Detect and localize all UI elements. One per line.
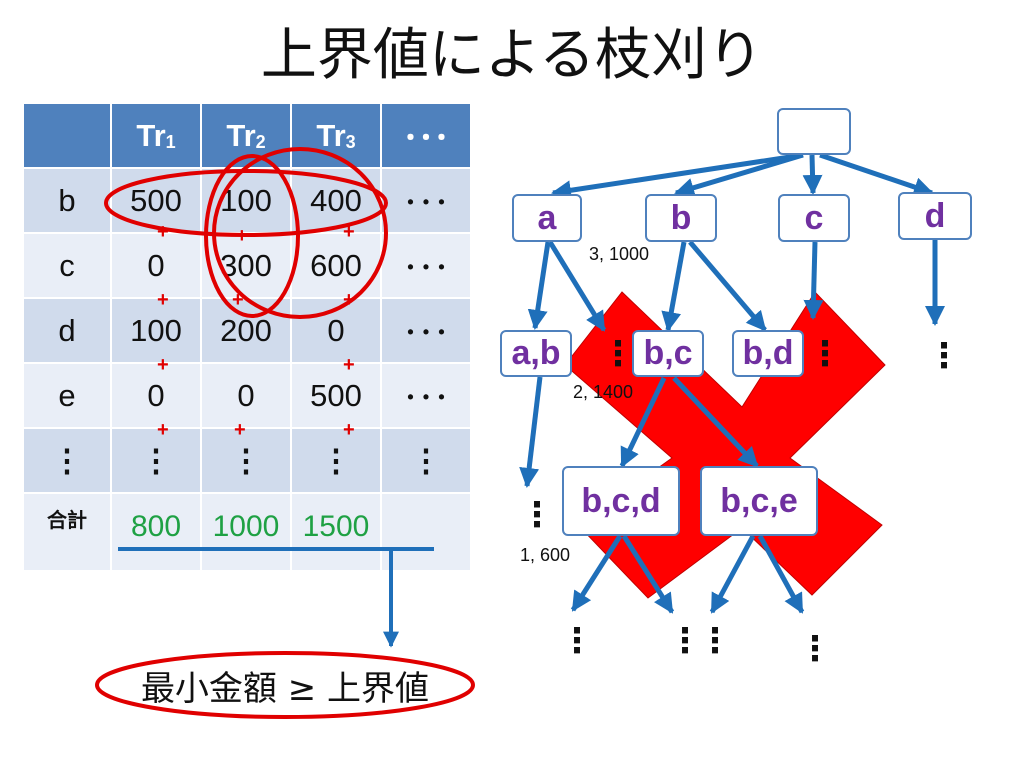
- ellipsis-mark: ⋮: [698, 621, 732, 661]
- tree-node-d: d: [898, 192, 972, 240]
- plus-sign: +: [157, 354, 169, 376]
- table-cell: ⋮: [290, 427, 382, 494]
- row-label: c: [22, 232, 112, 299]
- table-cell: ⋮: [110, 427, 202, 494]
- ellipsis-mark: ⋮: [668, 621, 702, 661]
- table-row-ellipsis: ⋮ ⋮ ⋮ ⋮ ⋮: [22, 427, 472, 494]
- table-row: e 0 0 500 ･･･: [22, 362, 472, 429]
- table-cell: ･･･: [380, 232, 472, 299]
- table-cell: 0: [290, 297, 382, 364]
- row-label: b: [22, 167, 112, 234]
- tree-node-bd: b,d: [732, 330, 804, 377]
- row-label: ⋮: [22, 427, 112, 494]
- ellipsis-mark: ⋮: [520, 495, 554, 535]
- annotation-bcd: 1, 600: [520, 545, 571, 565]
- edge-ab-down: [519, 376, 543, 488]
- table-cell: 0: [110, 362, 202, 429]
- edge-bce-left: [709, 534, 756, 614]
- edge-bc-bcd: [619, 376, 667, 468]
- tree-root-node: [777, 108, 851, 155]
- plus-sign: +: [157, 289, 169, 311]
- ellipsis-mark: ⋮: [560, 621, 594, 661]
- slide-title: 上界値による枝刈り: [260, 23, 764, 88]
- plus-sign: +: [234, 419, 246, 441]
- tree-node-c: c: [778, 194, 850, 242]
- total-label: 合計: [22, 492, 112, 572]
- table-cell: ･･･: [380, 297, 472, 364]
- edge-bc-bce: [672, 376, 759, 468]
- edge-root-c: [802, 154, 823, 195]
- total-cell: 800: [110, 492, 202, 572]
- tree-node-ab: a,b: [500, 330, 572, 377]
- ellipsis-mark: ⋮: [808, 334, 842, 374]
- table-cell: ･･･: [380, 167, 472, 234]
- ellipsis-mark: ⋮: [927, 336, 961, 376]
- tree-node-a: a: [512, 194, 582, 242]
- annotation-bc: 2, 1400: [573, 382, 634, 402]
- edge-bce-right: [757, 534, 805, 614]
- edge-bcd-right: [621, 534, 675, 614]
- ellipsis-mark: ⋮: [601, 334, 635, 374]
- edge-a-ac: [547, 240, 607, 332]
- row-label: d: [22, 297, 112, 364]
- tree-node-bcd: b,c,d: [562, 466, 680, 536]
- table-cell: 500: [290, 362, 382, 429]
- table-cell: ･･･: [380, 362, 472, 429]
- tree-node-b: b: [645, 194, 717, 242]
- edge-root-d: [819, 152, 934, 197]
- table-cell: 100: [110, 297, 202, 364]
- edge-bcd-left: [570, 534, 623, 612]
- edge-b-bc: [661, 241, 687, 332]
- total-cell: [380, 492, 472, 572]
- annotation-b: 3, 1000: [589, 244, 650, 264]
- plus-sign: +: [232, 289, 244, 311]
- condition-ellipse: [95, 651, 475, 719]
- row-label: e: [22, 362, 112, 429]
- edge-root-b: [674, 152, 804, 198]
- table-cell: 500: [110, 167, 202, 234]
- total-cell: 1500: [290, 492, 382, 572]
- row-b-highlight-ellipse: [104, 169, 388, 237]
- table-cell: ⋮: [380, 427, 472, 494]
- columns-tr2-tr3-highlight-ellipse: [212, 147, 388, 319]
- plus-sign: +: [343, 354, 355, 376]
- table-row: d 100 200 0 ･･･: [22, 297, 472, 364]
- table-cell: ⋮: [200, 427, 292, 494]
- table-cell: 200: [200, 297, 292, 364]
- header-cell-more: ･･･: [380, 102, 472, 169]
- edge-c-cd: [803, 241, 824, 320]
- pruning-condition-label: 最小金額 ≥ 上界値: [140, 668, 430, 709]
- plus-sign: +: [157, 419, 169, 441]
- edge-root-a: [551, 152, 804, 201]
- table-cell: 0: [200, 362, 292, 429]
- edge-b-bd: [688, 240, 767, 332]
- total-cell: 1000: [200, 492, 292, 572]
- header-cell-tr1: Tr1: [110, 102, 202, 169]
- table-total-row: 合計 800 1000 1500: [22, 492, 472, 572]
- table-cell: 0: [110, 232, 202, 299]
- plus-sign: +: [343, 221, 355, 243]
- tree-node-bce: b,c,e: [700, 466, 818, 536]
- header-corner-cell: [22, 102, 112, 169]
- plus-sign: +: [157, 221, 169, 243]
- column-tr2-highlight-ellipse: [204, 154, 300, 318]
- edge-a-ab: [527, 241, 551, 330]
- plus-sign: +: [343, 419, 355, 441]
- tree-node-bc: b,c: [632, 330, 704, 377]
- ellipsis-mark: ⋮: [798, 629, 832, 669]
